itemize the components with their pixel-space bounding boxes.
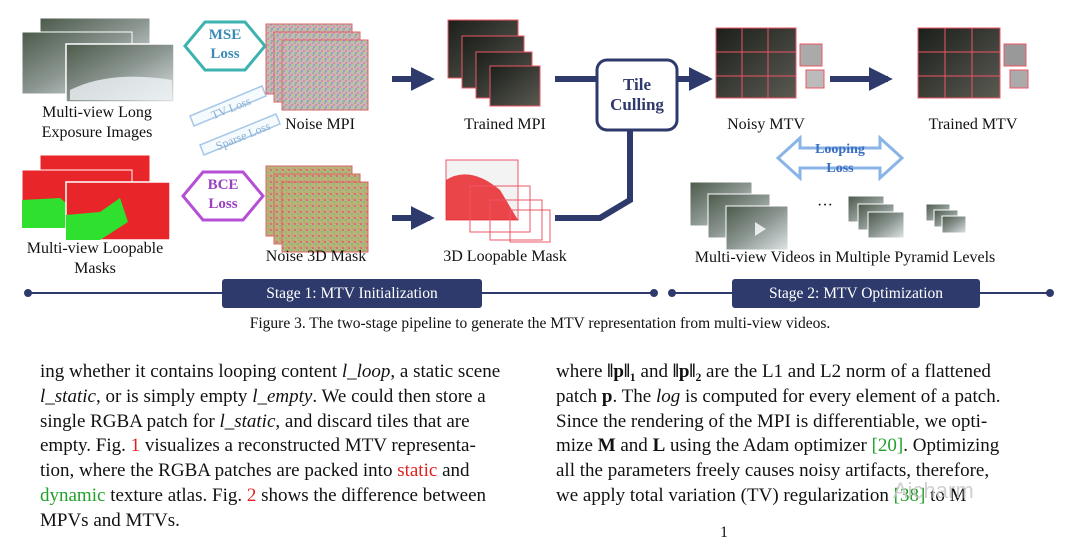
bce-loss-badge <box>181 170 265 222</box>
figure-caption: Figure 3. The two-stage pipeline to gene… <box>249 315 831 332</box>
label-noise-mask: Noise 3D Mask <box>265 248 367 265</box>
tile-culling-box <box>595 58 679 132</box>
right-column-text: where ‖p‖₁ and ‖p‖₂ are the L1 and L2 no… <box>556 361 1001 506</box>
label-noise-mpi: Noise MPI <box>285 116 355 133</box>
label-noisy-mtv: Noisy MTV <box>727 116 805 133</box>
trained-mtv-tiles <box>917 27 1029 99</box>
watermark: Aicharm <box>893 478 974 503</box>
loopable-masks <box>21 154 171 241</box>
tv-sparse-loss <box>189 85 281 156</box>
ellipsis: ··· <box>817 197 833 214</box>
pyramid-videos <box>689 181 967 251</box>
trained-mpi-stack <box>447 19 541 107</box>
mse-loss-badge <box>183 20 267 72</box>
pipeline-figure <box>21 17 1054 297</box>
left-column-text: ing whether it contains looping content … <box>40 361 501 531</box>
loopable-mask-stack <box>445 159 551 243</box>
static-atlas-word: static <box>397 460 438 482</box>
math-l-static: l_static <box>40 385 96 407</box>
citation-20[interactable]: [20] <box>871 435 904 457</box>
label-pyramid: Multi-view Videos in Multiple Pyramid Le… <box>694 249 996 266</box>
label-trained-mpi: Trained MPI <box>464 116 546 133</box>
fig-ref-2[interactable]: 2 <box>246 484 257 506</box>
label-trained-mtv: Trained MTV <box>928 116 1018 133</box>
math-l-empty: l_empty <box>252 385 313 407</box>
noise-mask-stack <box>265 165 369 253</box>
fig-ref-1[interactable]: 1 <box>130 435 141 457</box>
math-l-loop: l_loop <box>341 361 391 382</box>
long-exposure-images <box>21 17 175 103</box>
noisy-mtv-tiles <box>715 27 825 99</box>
noise-mpi-stack <box>265 23 369 111</box>
page-number: 1 <box>720 524 728 541</box>
label-loopable-mask: 3D Loopable Mask <box>443 248 567 265</box>
stage2-banner: Stage 2: MTV Optimization <box>732 279 980 308</box>
citation-38[interactable]: [38] <box>893 484 926 506</box>
stage1-banner: Stage 1: MTV Initialization <box>222 279 482 308</box>
flow-arrows <box>392 67 893 230</box>
looping-loss-badge <box>775 134 905 182</box>
dynamic-atlas-word: dynamic <box>40 484 106 506</box>
